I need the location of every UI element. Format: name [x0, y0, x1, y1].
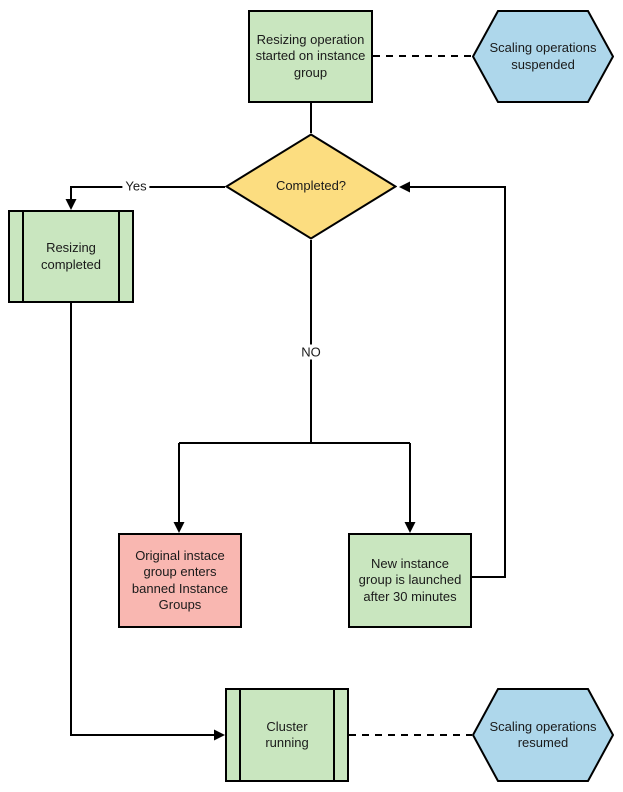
arrowhead-into-decision: [399, 181, 410, 193]
arrowhead-into-resizing-completed: [65, 199, 77, 210]
node-cluster-running-label: Cluster running: [265, 718, 309, 750]
node-banned-group-label: Original instace group enters banned Ins…: [131, 548, 229, 612]
node-resizing-completed: Resizing completed: [8, 210, 134, 303]
node-scaling-suspended-label: Scaling operations suspended: [489, 40, 597, 72]
edge-label-yes: Yes: [122, 178, 150, 194]
arrowhead-into-banned-group: [173, 522, 185, 533]
predefined-left-bar: [22, 212, 24, 301]
node-resizing-completed-label: Resizing completed: [41, 240, 101, 272]
node-scaling-resumed: Scaling operations resumed: [472, 688, 614, 782]
node-new-group-label: New instance group is launched after 30 …: [358, 556, 462, 604]
node-banned-group: Original instace group enters banned Ins…: [118, 533, 242, 628]
predefined-right-bar: [118, 212, 120, 301]
hexagon-shape: [472, 10, 614, 103]
arrowhead-into-new-group: [404, 522, 416, 533]
hexagon-shape: [472, 688, 614, 782]
edge-loop-back-to-decision: [408, 186, 506, 578]
hexagon-suspended-polygon: [472, 10, 614, 103]
edge-yes-branch: [70, 186, 225, 200]
diamond-completed-polygon: [225, 133, 397, 240]
node-resize-started: Resizing operation started on instance g…: [248, 10, 373, 103]
hexagon-resumed-polygon: [472, 688, 614, 782]
edge-label-no: NO: [298, 344, 324, 360]
node-resize-started-label: Resizing operation started on instance g…: [255, 32, 366, 80]
diamond-shape: [225, 133, 397, 240]
arrowhead-into-cluster-running: [214, 729, 225, 741]
edge-resizing-to-cluster: [70, 303, 217, 736]
node-scaling-suspended: Scaling operations suspended: [472, 10, 614, 103]
node-completed-decision: Completed?: [225, 133, 397, 240]
node-cluster-running: Cluster running: [225, 688, 349, 782]
predefined-right-bar: [333, 690, 335, 780]
predefined-left-bar: [239, 690, 241, 780]
node-scaling-resumed-label: Scaling operations resumed: [489, 718, 597, 750]
node-completed-label: Completed?: [275, 178, 347, 194]
node-new-group: New instance group is launched after 30 …: [348, 533, 472, 628]
